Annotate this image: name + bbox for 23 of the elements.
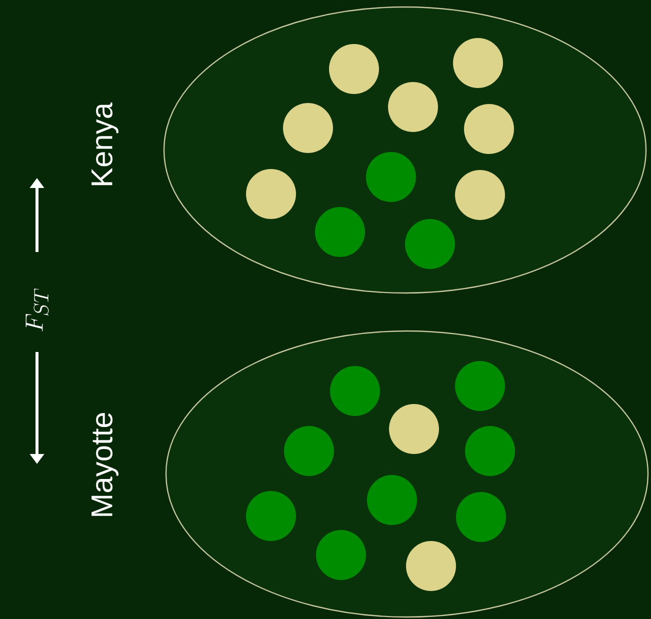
individual-circle <box>389 404 439 454</box>
individual-circle <box>455 170 505 220</box>
individual-circle <box>316 530 366 580</box>
individual-circle <box>406 541 456 591</box>
individual-circle <box>455 361 505 411</box>
individual-circle <box>330 366 380 416</box>
population-label: Mayotte <box>92 412 118 516</box>
individual-circle <box>246 491 296 541</box>
individual-circle <box>464 104 514 154</box>
fst-label: $F_{ST}$ <box>26 288 49 332</box>
individual-circle <box>246 169 296 219</box>
individual-circle <box>367 475 417 525</box>
individual-circle <box>456 492 506 542</box>
individual-circle <box>366 152 416 202</box>
individual-circle <box>329 44 379 94</box>
individual-circle <box>388 82 438 132</box>
individual-circle <box>465 426 515 476</box>
individual-circle <box>315 207 365 257</box>
individual-circle <box>405 219 455 269</box>
individual-circle <box>283 103 333 153</box>
individual-circle <box>453 38 503 88</box>
population-label: Kenya <box>92 102 118 186</box>
individual-circle <box>284 426 334 476</box>
